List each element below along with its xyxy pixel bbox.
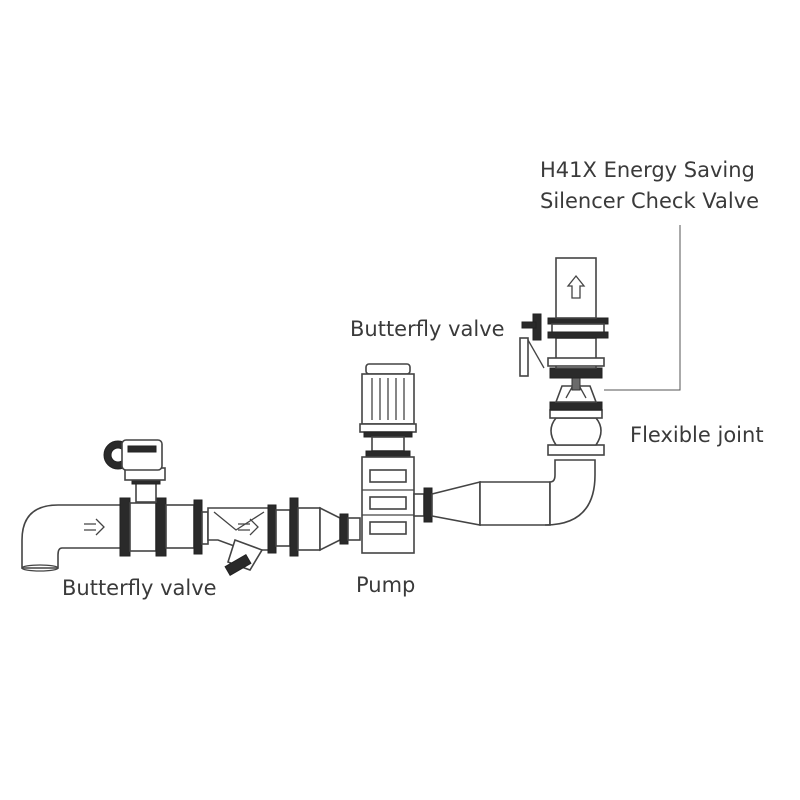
pump-motor: [359, 363, 417, 438]
valve-actuator-handwheel: [103, 439, 163, 471]
outlet-pipe: [413, 459, 596, 526]
vertical-riser: [519, 257, 609, 456]
butterfly-valve-bottom-label: Butterfly valve: [62, 576, 217, 600]
flanged-spool: [275, 497, 321, 557]
check-valve-label-line1: H41X Energy Saving: [540, 158, 755, 182]
butterfly-valve-left: [103, 439, 195, 557]
flexible-joint-label: Flexible joint: [630, 423, 764, 447]
pump-label: Pump: [356, 573, 415, 597]
check-valve: [549, 367, 603, 411]
flow-arrow-1: [84, 518, 105, 536]
y-strainer: [193, 499, 277, 577]
butterfly-valve-top: [519, 313, 609, 377]
flexible-joint: [547, 409, 605, 456]
pump: [359, 363, 417, 554]
pump-coupling: [365, 436, 411, 458]
pump-body: [361, 456, 415, 554]
inlet-elbow-pipe: [21, 504, 123, 572]
check-valve-label-line2: Silencer Check Valve: [540, 189, 759, 213]
butterfly-valve-top-label: Butterfly valve: [350, 317, 505, 341]
check-valve-leader-line: [604, 225, 681, 391]
inlet-reducer: [319, 506, 361, 552]
